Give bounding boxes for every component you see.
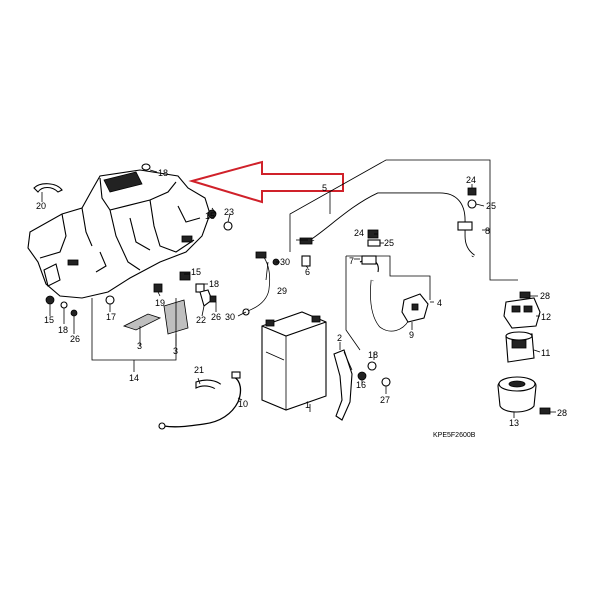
callout-25-right: 25 <box>486 201 496 211</box>
fasteners-center <box>357 361 391 387</box>
fuse-part-28 <box>519 291 551 415</box>
callout-18-top: 18 <box>158 168 168 178</box>
callout-5: 5 <box>322 183 327 193</box>
callout-11: 11 <box>541 348 550 358</box>
small-hardware <box>45 209 233 317</box>
callout-26-center: 26 <box>211 312 221 322</box>
callout-29: 29 <box>277 286 287 296</box>
callout-8: 8 <box>485 226 490 236</box>
battery-box <box>27 169 211 299</box>
callout-19: 19 <box>155 298 165 308</box>
callout-27: 27 <box>380 395 390 405</box>
relay-part-11 <box>505 331 535 363</box>
callout-25-center: 25 <box>384 238 394 248</box>
cable-part-5 <box>299 192 475 258</box>
battery-part-1 <box>261 311 327 411</box>
battery-band-part-2 <box>333 349 353 421</box>
callout-30-lower: 30 <box>225 312 235 322</box>
callout-12: 12 <box>541 312 551 322</box>
callout-7: 7 <box>349 256 354 266</box>
callout-20: 20 <box>36 201 46 211</box>
callout-9: 9 <box>409 330 414 340</box>
clip-part-20 <box>33 183 63 198</box>
grommet-part-18 <box>141 163 151 171</box>
callout-16: 16 <box>356 380 366 390</box>
callout-1: 1 <box>305 400 310 410</box>
callout-13: 13 <box>509 418 519 428</box>
callout-22: 22 <box>196 315 206 325</box>
callout-18-center: 18 <box>209 279 219 289</box>
callout-24-center: 24 <box>354 228 364 238</box>
callout-21: 21 <box>194 365 204 375</box>
callout-15-center: 15 <box>191 267 201 277</box>
bolt-part-6 <box>301 255 311 267</box>
rubber-pads <box>122 283 189 335</box>
callout-14: 14 <box>129 373 139 383</box>
callout-18-right: 18 <box>368 350 378 360</box>
callout-2: 2 <box>337 333 342 343</box>
callout-23: 23 <box>224 207 234 217</box>
callout-15-left: 15 <box>44 315 54 325</box>
pointer-arrow <box>188 160 344 204</box>
callout-24-right: 24 <box>466 175 476 185</box>
callout-18-left: 18 <box>58 325 68 335</box>
nut-washer-right <box>467 187 477 209</box>
callout-labels: 1 2 3 3 4 5 6 7 8 9 10 11 12 13 14 15 15… <box>36 168 567 428</box>
callout-28-bottom: 28 <box>557 408 567 418</box>
callout-3-left: 3 <box>137 341 142 351</box>
callout-3-right: 3 <box>173 346 178 356</box>
callout-10: 10 <box>238 399 248 409</box>
diagram-code: KPE5F2600B <box>433 432 476 439</box>
leader-lines <box>41 159 556 418</box>
callout-6: 6 <box>305 267 310 277</box>
starter-relay-part-12 <box>503 297 541 329</box>
harness-assembly <box>359 229 429 332</box>
cable-part-29 <box>242 251 280 316</box>
callout-26-left: 26 <box>70 334 80 344</box>
callout-28-top: 28 <box>540 291 550 301</box>
callout-17: 17 <box>106 312 116 322</box>
callout-15-top: 15 <box>205 211 215 221</box>
wire-part-10 <box>158 371 242 430</box>
callout-4: 4 <box>437 298 442 308</box>
relay-part-13 <box>497 376 537 413</box>
callout-30-upper: 30 <box>280 257 290 267</box>
